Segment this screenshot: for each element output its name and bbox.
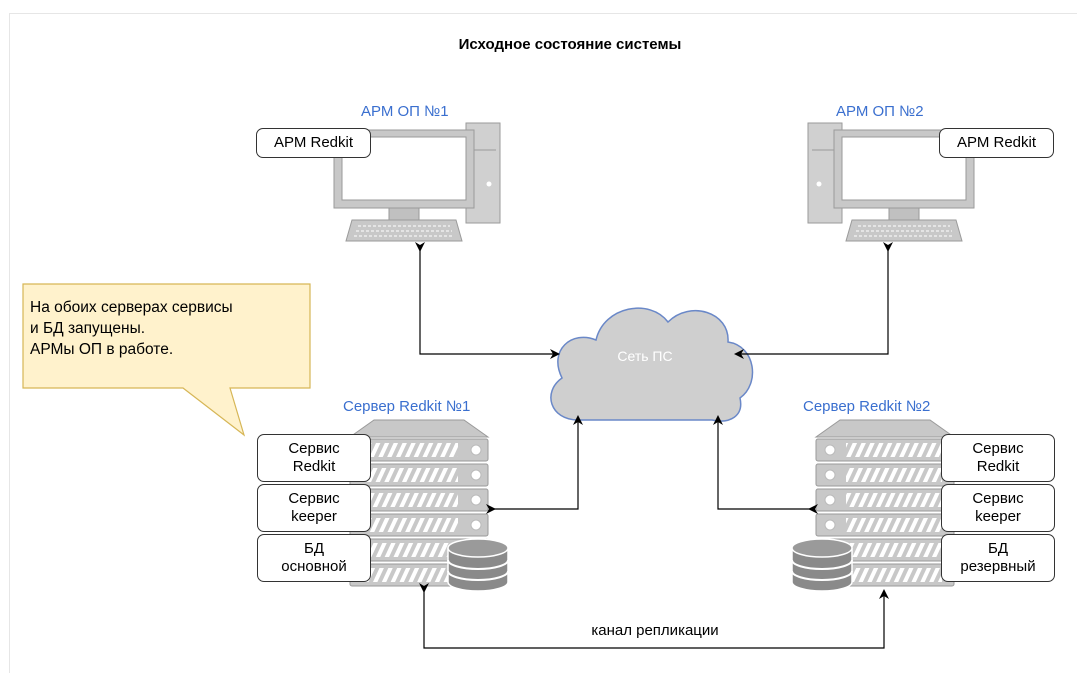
server-2-unit: [815, 438, 955, 462]
workstation-2-app-label: АРМ Redkit: [939, 128, 1054, 158]
module-line: Сервис: [288, 440, 340, 457]
link-pc1-cloud: [415, 242, 560, 359]
workstation-1-name: АРМ ОП №1: [361, 103, 449, 120]
module-line: keeper: [291, 508, 337, 525]
server-2-service-keeper-label: Сервис keeper: [941, 484, 1055, 532]
server-1-service-keeper-label: Сервис keeper: [257, 484, 371, 532]
server-2-unit: [815, 513, 955, 537]
module-line: резервный: [960, 558, 1036, 575]
note-text: На обоих серверах сервисы и БД запущены.…: [30, 297, 300, 360]
frame-top-border: [9, 13, 1077, 14]
note-callout-shape: [22, 283, 311, 437]
module-line: Сервис: [972, 490, 1024, 507]
server-2-db-label: БД резервный: [941, 534, 1055, 582]
module-line: БД: [303, 540, 324, 557]
workstation-2-name: АРМ ОП №2: [836, 103, 924, 120]
module-line: Сервис: [972, 440, 1024, 457]
server-2-name: Сервер Redkit №2: [803, 398, 931, 415]
module-line: БД: [987, 540, 1008, 557]
replication-link: [419, 583, 889, 649]
connectors: [415, 242, 893, 649]
note-line: На обоих серверах сервисы: [30, 299, 233, 316]
module-line: Redkit: [292, 458, 336, 475]
workstation-1-app-label: АРМ Redkit: [256, 128, 371, 158]
network-label: Сеть ПС: [617, 348, 673, 364]
server-2-service-redkit-label: Сервис Redkit: [941, 434, 1055, 482]
server-1-unit: [349, 438, 489, 462]
server-1-db-label: БД основной: [257, 534, 371, 582]
link-server1-cloud: [486, 415, 583, 514]
replication-label: канал репликации: [530, 622, 780, 639]
link-server2-cloud: [713, 415, 818, 514]
database-2-icon: [791, 538, 853, 592]
frame-left-border: [9, 13, 10, 673]
computer-1-icon: [333, 122, 501, 242]
server-1-unit: [349, 513, 489, 537]
module-line: keeper: [975, 508, 1021, 525]
server-1-service-redkit-label: Сервис Redkit: [257, 434, 371, 482]
server-1-name: Сервер Redkit №1: [343, 398, 471, 415]
link-pc2-cloud: [734, 242, 893, 359]
module-line: Redkit: [976, 458, 1020, 475]
database-1-icon: [447, 538, 509, 592]
cloud-network-icon: [550, 307, 754, 422]
diagram-title: Исходное состояние системы: [458, 36, 682, 53]
note-line: и БД запущены.: [30, 320, 146, 337]
computer-2-icon: [807, 122, 975, 242]
server-1-unit: [349, 488, 489, 512]
module-line: Сервис: [288, 490, 340, 507]
server-1-unit: [349, 463, 489, 487]
note-line: АРМы ОП в работе.: [30, 341, 174, 358]
server-2-unit: [815, 463, 955, 487]
module-line: основной: [281, 558, 347, 575]
server-2-unit: [815, 488, 955, 512]
